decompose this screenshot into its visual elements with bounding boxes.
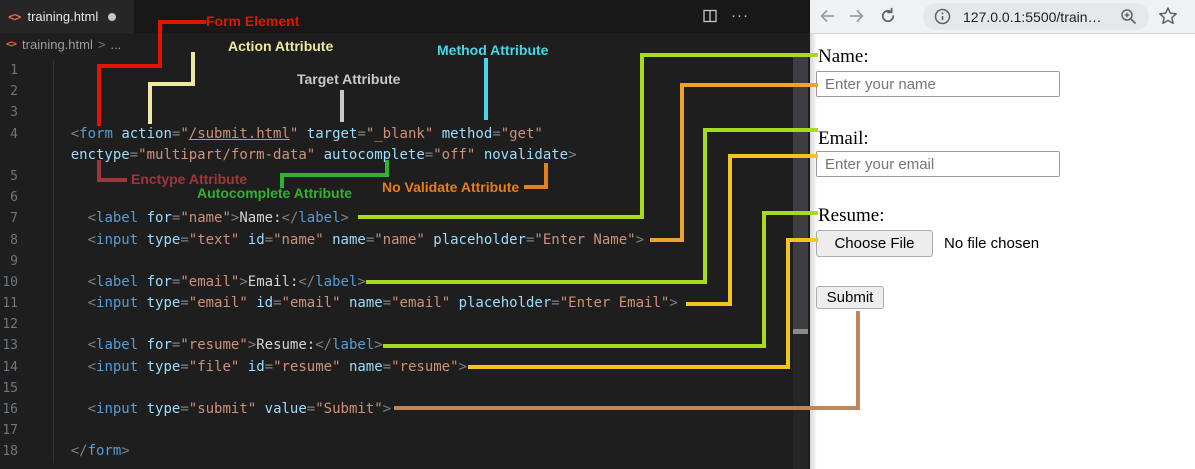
code-line: 12 <box>0 314 678 335</box>
code-line: 5 <box>0 166 678 187</box>
code-line: 7 <label for="name">Name:</label> <box>0 208 678 229</box>
code-line: 14 <input type="file" id="resume" name="… <box>0 357 678 378</box>
forward-icon[interactable] <box>848 7 866 25</box>
line-number: 4 <box>10 126 18 142</box>
reload-icon[interactable] <box>879 7 897 25</box>
indent-guide <box>53 60 54 463</box>
line-number: 3 <box>10 105 18 121</box>
code-line: 1 <box>0 60 678 81</box>
code-line: enctype="multipart/form-data" autocomple… <box>0 145 678 166</box>
code-line: 13 <label for="resume">Resume:</label> <box>0 335 678 356</box>
more-actions-icon[interactable]: ··· <box>731 7 749 24</box>
breadcrumb-file[interactable]: training.html <box>22 37 93 52</box>
breadcrumb-more[interactable]: ... <box>110 37 122 52</box>
split-editor-icon[interactable] <box>702 8 718 24</box>
html-file-icon-small: <> <box>6 39 17 50</box>
email-input[interactable] <box>816 151 1060 177</box>
code-line: 2 <box>0 81 678 102</box>
code-line: 11 <input type="email" id="email" name="… <box>0 293 677 314</box>
line-number: 1 <box>10 63 18 78</box>
code-line: 18 </form> <box>0 441 678 462</box>
site-info-icon[interactable] <box>934 8 951 25</box>
code-line: 9 <box>0 251 678 272</box>
address-bar[interactable]: 127.0.0.1:5500/train… <box>923 3 1149 30</box>
name-input[interactable] <box>816 71 1060 97</box>
line-number: 5 <box>10 168 18 184</box>
editor-actions: ··· <box>702 7 749 25</box>
editor-scrollbar[interactable] <box>793 55 808 469</box>
file-status-text: No file chosen <box>944 235 1040 252</box>
tab-title: training.html <box>27 9 99 24</box>
breadcrumb[interactable]: <> training.html > ... <box>0 33 810 56</box>
breadcrumb-separator: > <box>97 37 106 52</box>
line-number: 14 <box>2 359 18 375</box>
tab-training-html[interactable]: <> training.html <box>0 0 134 33</box>
code-line: 16 <input type="submit" value="Submit"> <box>0 399 678 420</box>
code-line: 6 <box>0 187 678 208</box>
editor-tab-bar: <> training.html ··· <box>0 0 810 33</box>
submit-button[interactable]: Submit <box>816 286 884 309</box>
line-number: 16 <box>2 402 18 417</box>
back-icon[interactable] <box>818 7 836 25</box>
code-line: 4 <form action="/submit.html" target="_b… <box>0 124 678 145</box>
browser-panel: 127.0.0.1:5500/train… Name: Email: Resum… <box>810 0 1195 469</box>
code-line: 8 <input type="text" id="name" name="nam… <box>0 230 678 251</box>
line-number: 13 <box>2 338 18 354</box>
code-line: 15 <box>0 378 678 399</box>
rendered-form-page: Name: Email: Resume: Choose File No file… <box>810 34 1195 469</box>
html-file-icon: <> <box>8 9 21 24</box>
url-text[interactable]: 127.0.0.1:5500/train… <box>963 9 1102 25</box>
zoom-icon[interactable] <box>1120 8 1137 25</box>
line-number: 12 <box>2 317 18 333</box>
resume-label: Resume: <box>818 205 885 226</box>
line-number: 9 <box>10 253 18 269</box>
name-label: Name: <box>818 46 869 67</box>
line-number: 17 <box>2 423 18 439</box>
line-number: 11 <box>2 296 18 312</box>
line-number: 18 <box>2 444 18 460</box>
line-number <box>0 145 18 166</box>
line-number: 2 <box>10 84 18 100</box>
line-number: 7 <box>10 211 18 227</box>
code-line: 10 <label for="email">Email:</label> <box>0 272 678 293</box>
scrollbar-marker <box>793 329 808 334</box>
choose-file-button[interactable]: Choose File <box>816 230 933 257</box>
code-line: 17 <box>0 420 678 441</box>
line-number: 10 <box>2 274 18 290</box>
bookmark-star-icon[interactable] <box>1158 6 1178 26</box>
scrollbar-thumb[interactable] <box>793 55 808 333</box>
line-number: 6 <box>10 190 18 206</box>
browser-toolbar: 127.0.0.1:5500/train… <box>810 0 1195 34</box>
code-line: 3 <box>0 102 678 123</box>
code-editor-panel: <> training.html ··· <> training.html > … <box>0 0 810 469</box>
unsaved-changes-dot[interactable] <box>108 12 117 21</box>
line-number: 8 <box>10 232 18 248</box>
line-number: 15 <box>2 380 18 396</box>
email-label: Email: <box>818 128 869 149</box>
